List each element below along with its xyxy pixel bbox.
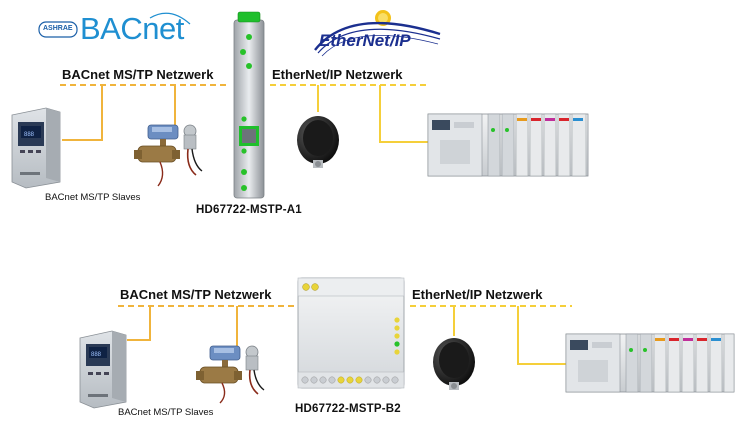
bacnet-wordmark: BACnet — [80, 11, 184, 46]
bottom-valve-actuator-icon — [196, 345, 265, 404]
bacnet-logo — [38, 12, 191, 38]
bottom-plc-rack-icon — [565, 333, 735, 393]
ethernetip-wordmark: EtherNet/IP — [319, 31, 411, 50]
bottom-ethernet-connector-icon — [433, 338, 475, 390]
bottom-bacnet-network-label: BACnet MS/TP Netzwerk — [120, 287, 272, 302]
top-bacnet-bus — [60, 84, 230, 141]
bottom-gateway-label: HD67722-MSTP-B2 — [295, 403, 401, 415]
svg-text:888: 888 — [91, 352, 102, 358]
top-ethernet-bus — [270, 84, 430, 143]
ethernetip-logo — [314, 10, 441, 57]
top-ethernet-network-label: EtherNet/IP Netzwerk — [272, 67, 403, 82]
bottom-din-box-gateway-icon — [297, 277, 405, 389]
top-bacnet-network-label: BACnet MS/TP Netzwerk — [62, 67, 214, 82]
bottom-gateway-terminals — [301, 376, 399, 384]
top-valve-actuator-icon — [134, 124, 203, 187]
top-gateway-label: HD67722-MSTP-A1 — [196, 204, 302, 216]
bottom-bacnet-bus — [118, 305, 298, 346]
top-ethernet-connector-icon — [297, 116, 339, 168]
top-din-rail-gateway-icon — [233, 11, 265, 199]
top-controller-panel-icon: 888 — [11, 107, 61, 189]
bottom-slaves-label: BACnet MS/TP Slaves — [118, 407, 214, 418]
svg-text:888: 888 — [24, 132, 35, 138]
top-plc-rack-icon — [427, 113, 589, 177]
bottom-ethernet-network-label: EtherNet/IP Netzwerk — [412, 287, 543, 302]
bottom-controller-panel-icon: 888 — [79, 330, 127, 409]
ashrae-badge: ASHRAE — [43, 25, 73, 32]
top-slaves-label: BACnet MS/TP Slaves — [45, 192, 141, 203]
bottom-ethernet-bus — [410, 305, 572, 365]
